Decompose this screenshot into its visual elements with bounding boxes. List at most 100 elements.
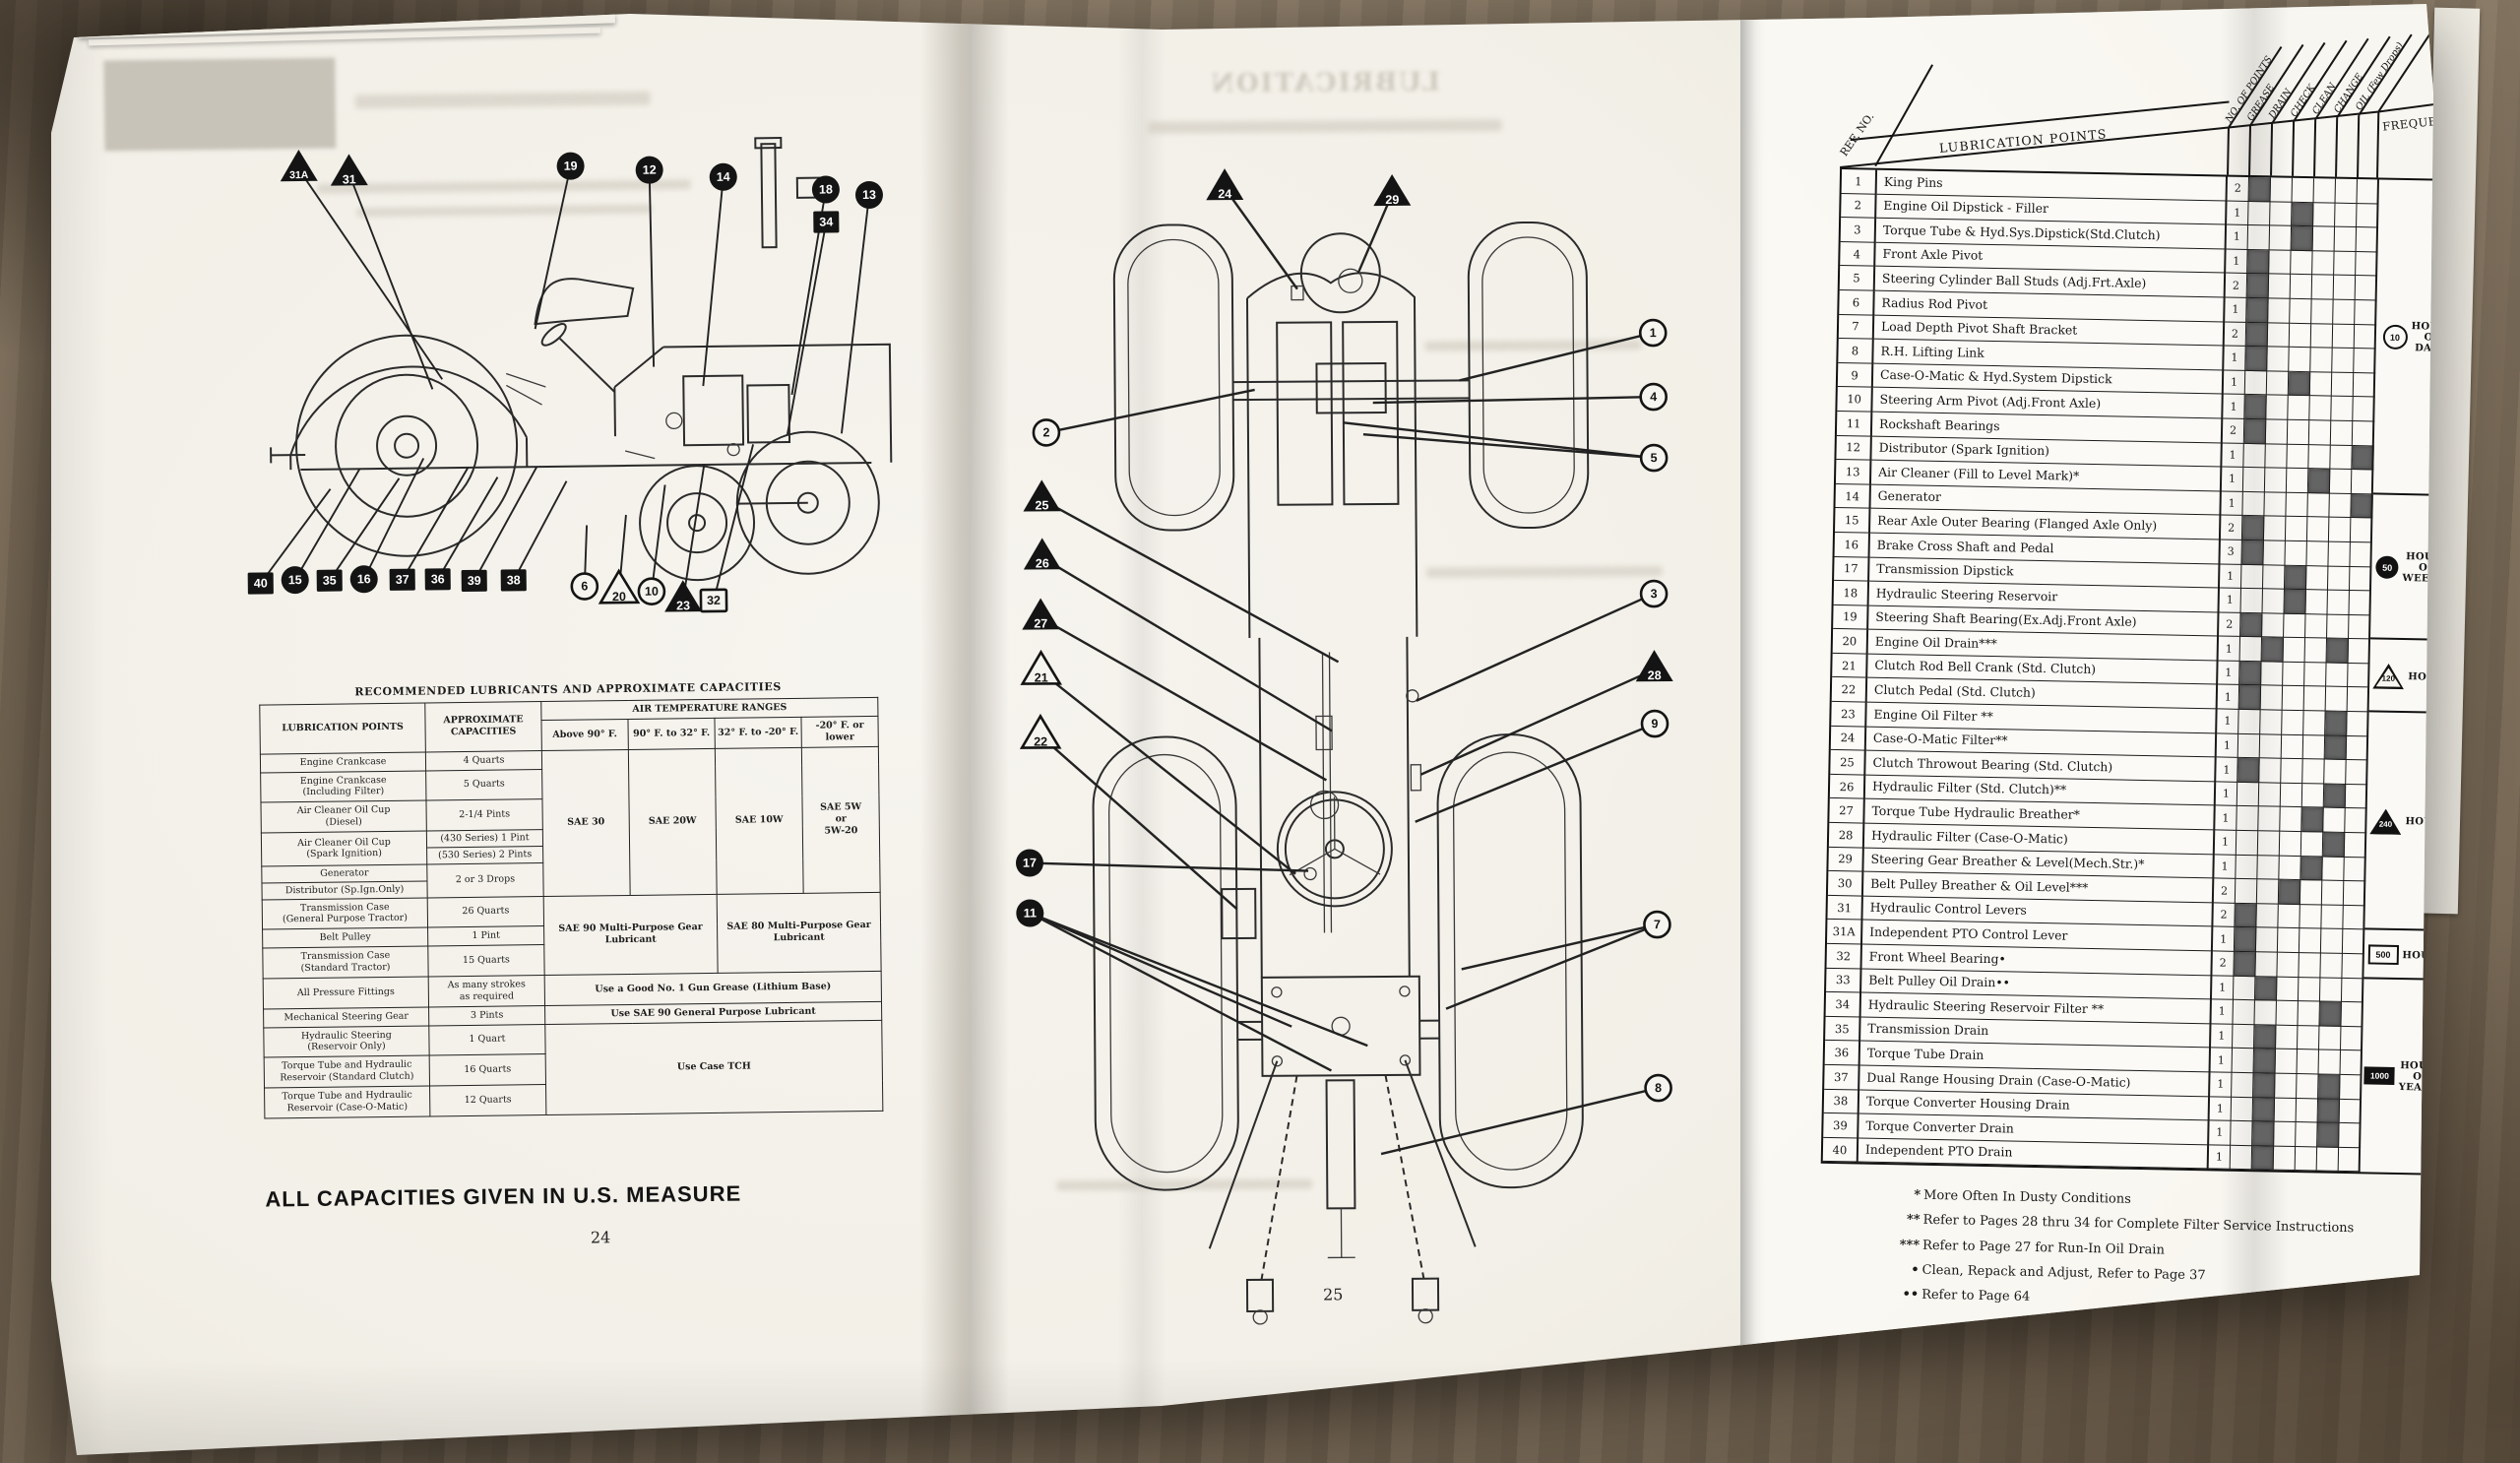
callout-marker-31A xyxy=(280,150,318,182)
callout-marker-18 xyxy=(811,175,840,204)
callout-marker-22 xyxy=(1019,713,1062,749)
cap-row: Hydraulic Steering(Reservoir Only)1 Quar… xyxy=(263,1019,883,1115)
svg-text:20: 20 xyxy=(612,590,626,604)
svg-text:16: 16 xyxy=(357,572,371,586)
svg-text:39: 39 xyxy=(468,574,481,588)
page-number-25: 25 xyxy=(1322,1285,1344,1304)
svg-text:29: 29 xyxy=(1385,193,1399,207)
svg-text:3: 3 xyxy=(1651,587,1658,601)
svg-text:5: 5 xyxy=(1651,451,1658,465)
svg-text:4: 4 xyxy=(1650,390,1657,404)
callout-marker-13 xyxy=(854,180,883,209)
svg-text:18: 18 xyxy=(819,182,833,196)
cap-temp-col: 32° F. to -20° F. xyxy=(714,717,802,749)
svg-text:9: 9 xyxy=(1651,717,1658,731)
tractor-top-art xyxy=(1092,221,1590,1325)
binding-gutter-shadow xyxy=(920,4,1009,1455)
bleedthrough-line xyxy=(354,91,651,109)
foldout-sheet xyxy=(1740,4,2433,1455)
callout-marker-10 xyxy=(637,577,666,605)
callout-marker-20 xyxy=(598,568,641,604)
svg-text:31: 31 xyxy=(343,172,356,186)
svg-text:1: 1 xyxy=(1650,326,1657,340)
callout-marker-4 xyxy=(1639,382,1668,412)
svg-text:13: 13 xyxy=(862,188,876,202)
callout-marker-21 xyxy=(1020,649,1063,685)
callout-marker-39 xyxy=(461,569,487,593)
svg-text:12: 12 xyxy=(643,163,657,177)
svg-text:40: 40 xyxy=(254,576,268,590)
callout-marker-36 xyxy=(424,568,451,591)
callout-marker-9 xyxy=(1640,709,1670,738)
svg-text:2: 2 xyxy=(1042,425,1049,439)
callout-marker-8 xyxy=(1644,1073,1672,1103)
callout-marker-16 xyxy=(349,565,378,594)
cap-col-capacities: APPROXIMATE CAPACITIES xyxy=(424,701,542,752)
svg-text:32: 32 xyxy=(707,594,721,607)
callout-marker-35 xyxy=(316,569,343,592)
callout-marker-27 xyxy=(1022,598,1060,630)
svg-text:8: 8 xyxy=(1655,1081,1662,1095)
svg-text:11: 11 xyxy=(1024,906,1037,920)
svg-text:23: 23 xyxy=(676,599,690,612)
callout-marker-25 xyxy=(1023,479,1061,512)
callout-marker-40 xyxy=(247,572,274,595)
callout-marker-34 xyxy=(813,211,840,233)
chart-header: REF. NO. LUBRICATION POINTS FREQUENCY NO… xyxy=(1838,20,2433,179)
cap-temp-col: 90° F. to 32° F. xyxy=(627,718,716,750)
callout-marker-15 xyxy=(281,566,309,595)
callout-marker-1 xyxy=(1638,318,1668,348)
callout-marker-6 xyxy=(570,572,599,601)
chart-footnotes: *More Often In Dusty Conditions**Refer t… xyxy=(1873,1182,2433,1318)
callout-marker-2 xyxy=(1032,418,1061,447)
svg-text:14: 14 xyxy=(717,170,730,184)
svg-text:10: 10 xyxy=(645,585,659,599)
tractor-side-art xyxy=(270,137,893,582)
foldout-crease xyxy=(2220,4,2289,1455)
page-number-24: 24 xyxy=(590,1228,611,1247)
svg-text:35: 35 xyxy=(323,574,337,588)
callout-marker-12 xyxy=(635,156,663,184)
svg-text:26: 26 xyxy=(1036,556,1049,570)
svg-text:7: 7 xyxy=(1654,918,1661,931)
svg-text:21: 21 xyxy=(1035,670,1048,684)
callout-marker-28 xyxy=(1635,650,1673,682)
capacities-caption: ALL CAPACITIES GIVEN IN U.S. MEASURE xyxy=(265,1180,742,1212)
callout-marker-29 xyxy=(1373,173,1412,207)
middle-page: LUBRICATION xyxy=(960,14,1747,1446)
callout-marker-26 xyxy=(1023,538,1061,570)
footnote: ••Refer to Page 64 xyxy=(1902,1287,2031,1305)
svg-text:34: 34 xyxy=(819,215,833,228)
svg-text:17: 17 xyxy=(1023,856,1037,869)
callout-marker-24 xyxy=(1206,168,1244,201)
callout-marker-32 xyxy=(699,588,728,613)
callout-marker-5 xyxy=(1639,443,1669,473)
svg-text:27: 27 xyxy=(1034,616,1047,630)
callout-marker-3 xyxy=(1639,579,1669,608)
callout-marker-37 xyxy=(389,568,415,591)
svg-text:25: 25 xyxy=(1035,498,1048,512)
svg-text:36: 36 xyxy=(431,572,445,586)
callout-marker-38 xyxy=(500,569,527,592)
svg-text:19: 19 xyxy=(564,159,578,173)
callout-marker-11 xyxy=(1016,899,1044,927)
svg-text:38: 38 xyxy=(507,573,521,587)
svg-text:31A: 31A xyxy=(289,169,309,181)
lubrication-chart-page: REF. NO. LUBRICATION POINTS FREQUENCY NO… xyxy=(1816,20,2433,1410)
capacities-table: LUBRICATION POINTS APPROXIMATE CAPACITIE… xyxy=(259,697,883,1118)
cap-temp-col: -20° F. or lower xyxy=(800,716,879,747)
svg-text:15: 15 xyxy=(288,573,302,587)
callout-marker-31 xyxy=(330,154,368,186)
svg-text:28: 28 xyxy=(1648,668,1662,682)
cap-col-points: LUBRICATION POINTS xyxy=(259,703,426,754)
svg-text:6: 6 xyxy=(581,579,588,593)
callout-marker-19 xyxy=(556,152,585,180)
callout-marker-17 xyxy=(1015,849,1043,877)
